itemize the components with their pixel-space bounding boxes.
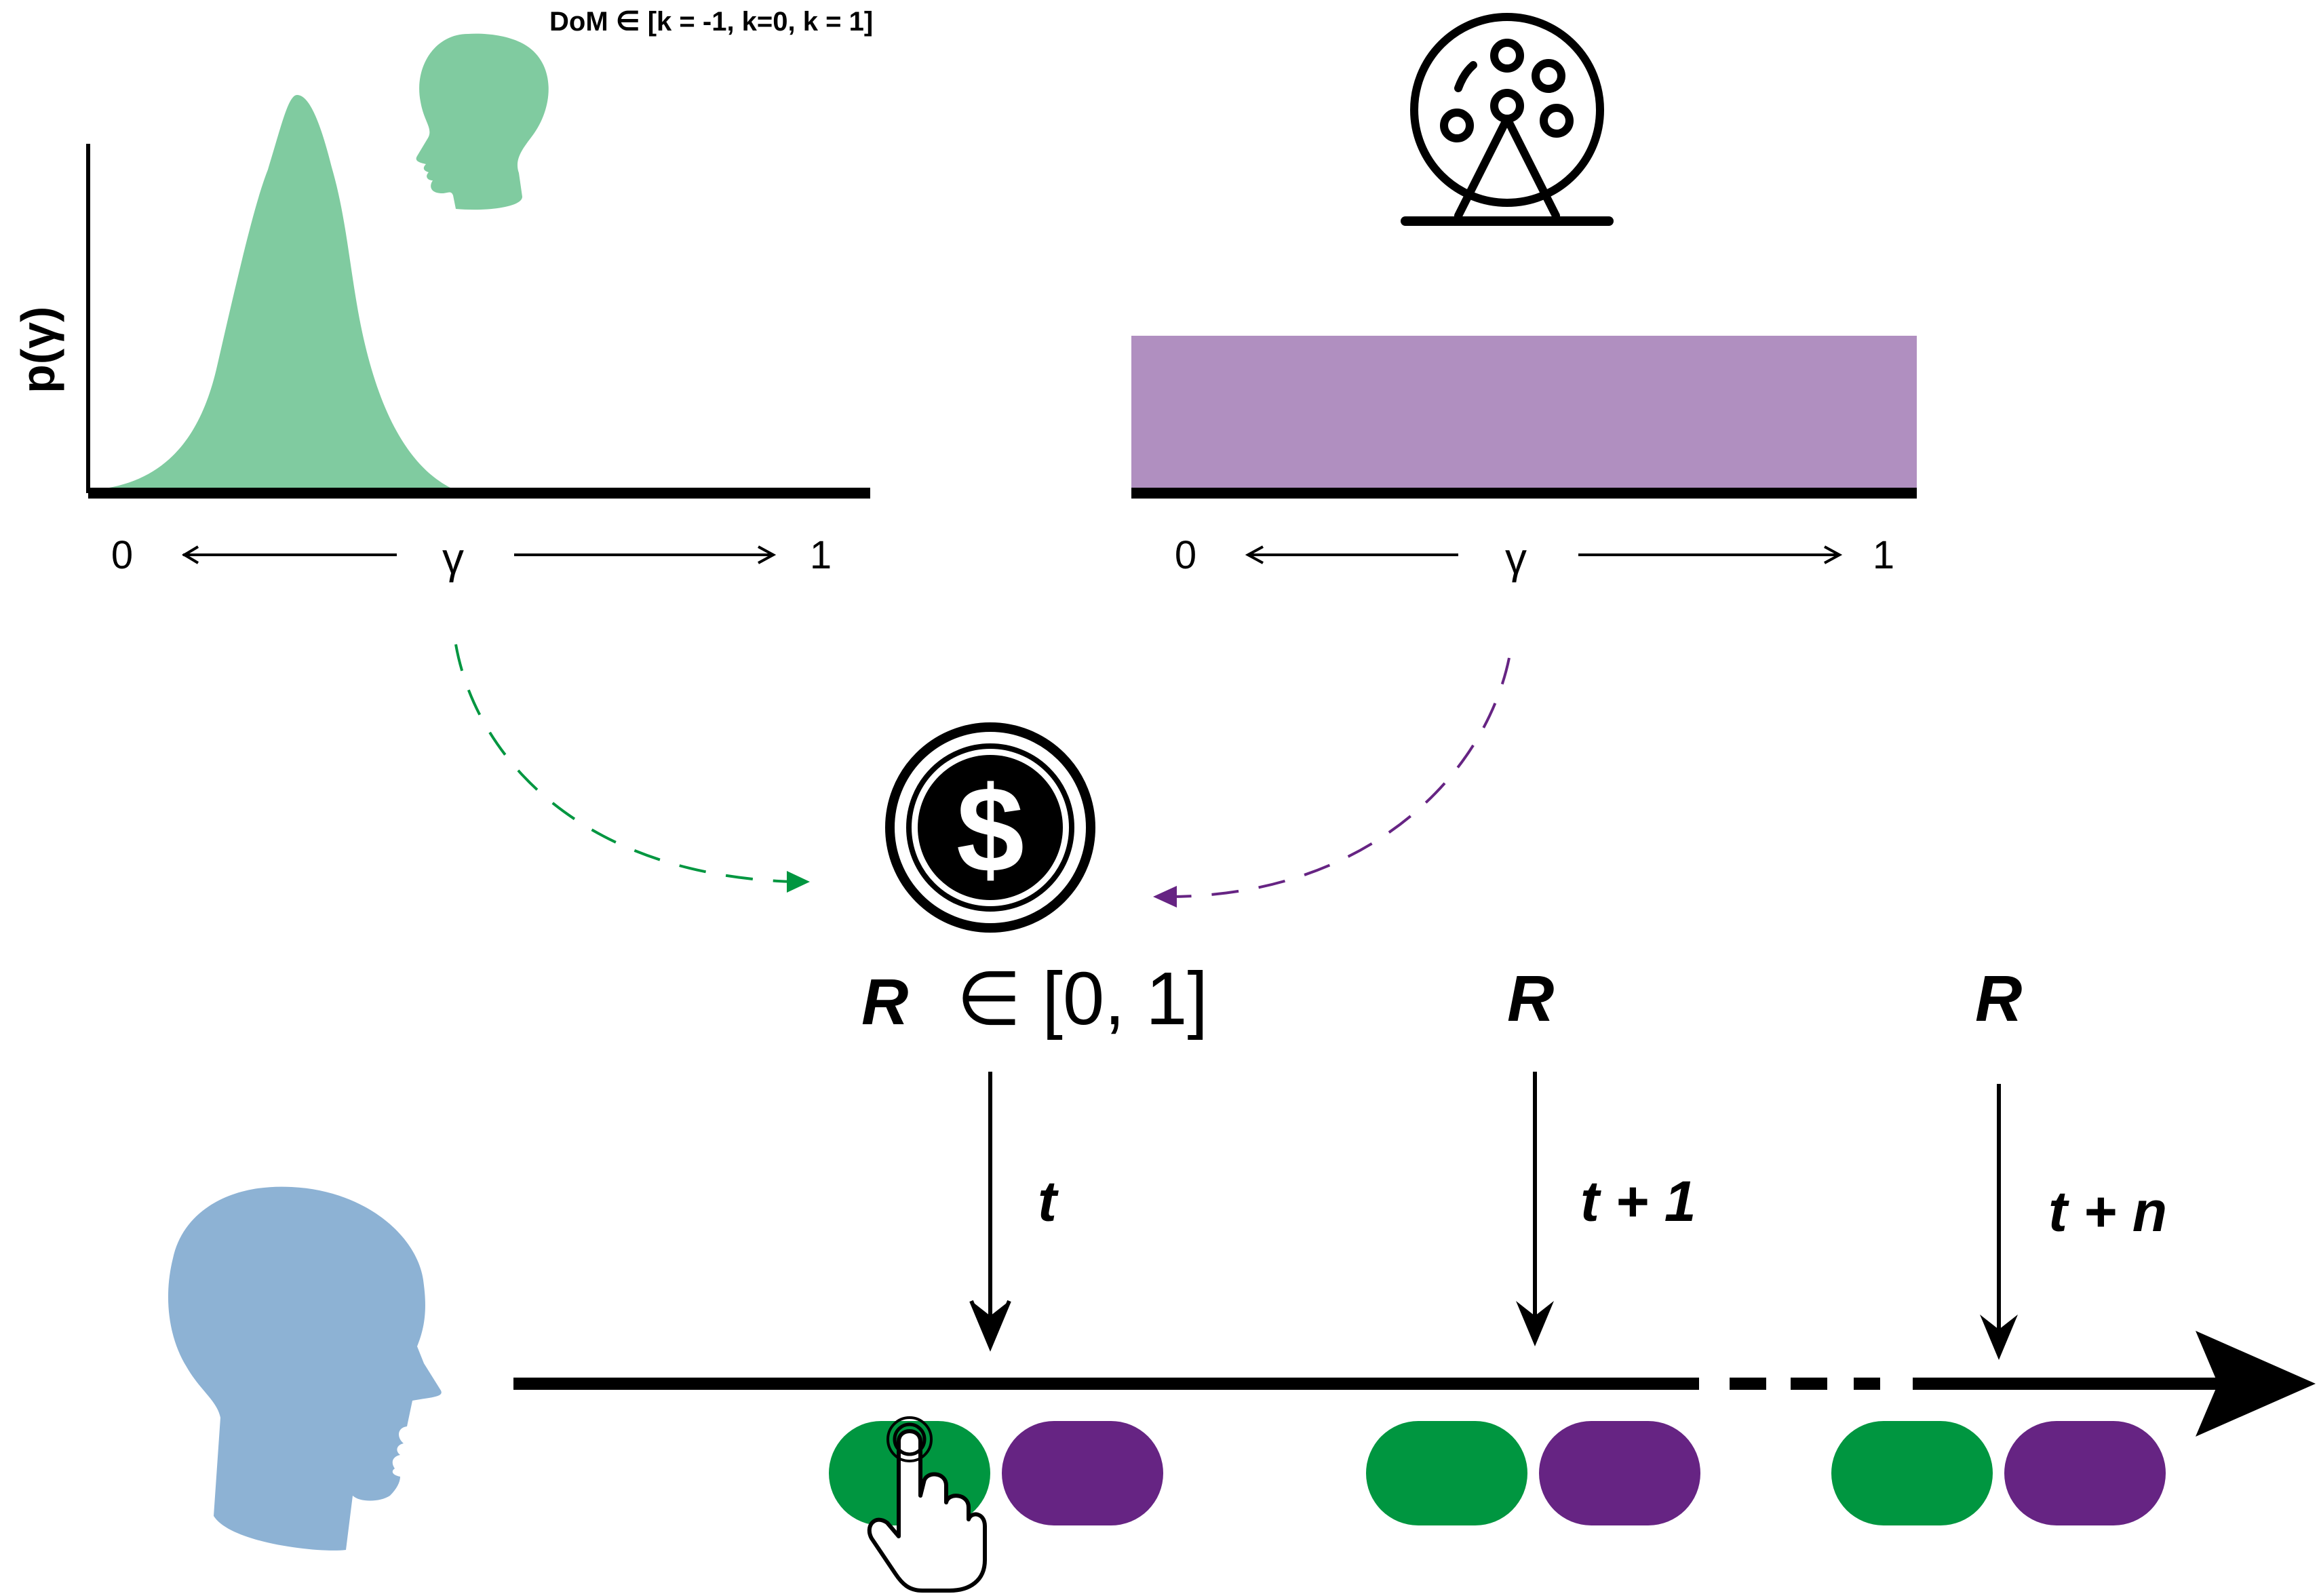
belief-arrowhead <box>787 871 810 893</box>
gamma-axis-variable: γ <box>442 534 464 583</box>
choice-button-green[interactable] <box>1831 1421 1993 1525</box>
human-head-profile-icon <box>168 1186 442 1551</box>
gamma-axis-max: 1 <box>810 533 832 577</box>
belief-to-reward-dashed-arrow <box>454 644 794 883</box>
time-label-step-2: t + 1 <box>1580 1169 1696 1233</box>
reward-arrow-step-2 <box>1516 1072 1554 1346</box>
reward-symbol: R <box>861 966 908 1038</box>
reward-arrow-step-3 <box>1980 1084 2018 1360</box>
uniform-distribution-rect <box>1131 336 1917 493</box>
y-axis-label: p(γ) <box>12 307 64 393</box>
belief-distribution-curve <box>95 95 454 490</box>
lottery-to-reward-dashed-arrow <box>1169 657 1511 898</box>
gamma-axis-min: 0 <box>111 533 133 577</box>
lottery-wheel-icon <box>1401 13 1614 226</box>
reward-range: ∈ [0, 1] <box>956 957 1208 1040</box>
time-label-step-3: t + n <box>2048 1180 2167 1243</box>
dollar-coin-icon: $ <box>885 722 1095 933</box>
choice-button-purple[interactable] <box>2004 1421 2166 1525</box>
human-head-profile-icon <box>416 33 549 210</box>
belief-distribution-panel: p(γ) 0 γ 1 <box>12 95 870 583</box>
svg-text:$: $ <box>956 762 1024 898</box>
choice-button-purple[interactable] <box>1002 1421 1163 1525</box>
lottery-arrowhead <box>1153 886 1177 908</box>
reward-symbol-step-2: R <box>1507 962 1554 1035</box>
lottery-distribution-panel: 0 γ 1 <box>1131 336 1917 583</box>
dom-label: DoM ∈ [k = -1, k=0, k = 1] <box>549 7 873 37</box>
choice-button-purple[interactable] <box>1539 1421 1700 1525</box>
choice-button-green[interactable] <box>1366 1421 1527 1525</box>
reward-arrow-step-1 <box>969 1072 1011 1352</box>
choice-pair-step-2 <box>1366 1421 1700 1525</box>
reward-symbol-step-3: R <box>1975 962 2022 1035</box>
gamma-axis-variable: γ <box>1505 534 1527 583</box>
choice-pair-step-1 <box>829 1421 1163 1525</box>
gamma-axis-min: 0 <box>1175 533 1196 577</box>
time-label-step-1: t <box>1038 1169 1059 1233</box>
choice-pair-step-3 <box>1831 1421 2166 1525</box>
gamma-axis-max: 1 <box>1873 533 1894 577</box>
pointing-hand-click-icon <box>867 1416 987 1593</box>
timeline-axis <box>513 1331 2316 1437</box>
